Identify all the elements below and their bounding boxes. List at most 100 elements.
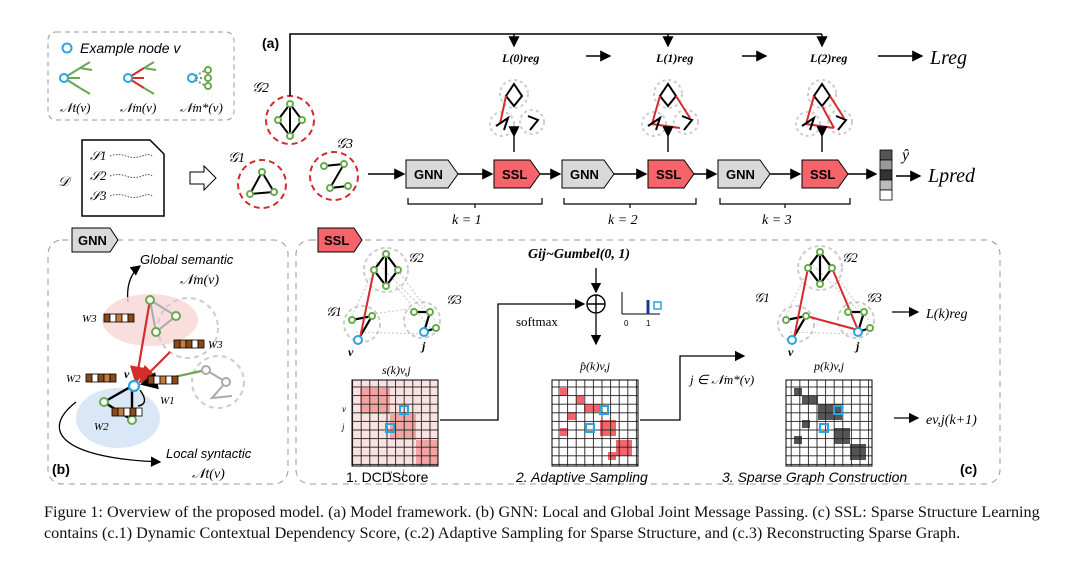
gumbel-dist-icon xyxy=(621,292,662,315)
hollow-arrow-icon xyxy=(189,164,217,192)
matrix-col-j: j xyxy=(401,468,405,478)
sentence-2: 𝒮2 xyxy=(90,168,107,183)
mini-graph-1 xyxy=(489,79,545,137)
w2-left: W2 xyxy=(66,373,81,385)
w2-bottom: W2 xyxy=(94,421,109,433)
graph-g3-circle xyxy=(309,151,359,201)
document-icon xyxy=(81,139,165,217)
svg-text:GNN: GNN xyxy=(78,233,107,248)
local-syntactic-sym: 𝒩t(v) xyxy=(192,467,225,482)
step-3-label: 3. Sparse Graph Construction xyxy=(722,469,907,485)
example-node-icon xyxy=(61,42,73,54)
svg-text:SSL: SSL xyxy=(324,233,349,248)
ssl-tag: SSL xyxy=(317,227,363,253)
legend-box: Example node v 𝒩t(v) 𝒩m(v) 𝒩m*(v) xyxy=(47,31,235,121)
step-2-label: 2. Adaptive Sampling xyxy=(515,469,648,485)
c-g1-label: 𝒢1 xyxy=(326,304,342,319)
legend-nm-star-label: 𝒩m*(v) xyxy=(180,100,223,115)
mini-graph-3 xyxy=(795,79,853,137)
svg-text:GNN: GNN xyxy=(570,167,599,182)
graph-g1-circle xyxy=(237,159,287,209)
loss-reg-2: L(2)reg xyxy=(809,51,847,65)
c-node-v: v xyxy=(348,345,354,359)
nm-star-icon xyxy=(187,66,212,90)
weight-vectors xyxy=(85,313,205,417)
sentence-3: 𝒮3 xyxy=(90,188,107,203)
svg-text:SSL: SSL xyxy=(656,167,681,182)
sentence-1: 𝒮1 xyxy=(90,148,107,163)
svg-text:GNN: GNN xyxy=(414,167,443,182)
loss-reg-1: L(1)reg xyxy=(655,51,693,65)
j-in-nm: j ∈ 𝒩m*(v) xyxy=(688,372,754,387)
c2-node-j: j xyxy=(854,339,860,353)
c2-g1-label: 𝒢1 xyxy=(754,290,770,305)
dataset-symbol: 𝒟 xyxy=(58,175,72,190)
c-node-j: j xyxy=(420,339,426,353)
legend-nt-label: 𝒩t(v) xyxy=(60,100,91,115)
c2-node-v: v xyxy=(788,345,794,359)
ssl-block-3: SSL xyxy=(801,159,849,189)
w3-top: W3 xyxy=(82,313,97,325)
k3-label: k = 3 xyxy=(762,213,792,228)
svg-text:GNN: GNN xyxy=(726,167,755,182)
legend-nm-label: 𝒩m(v) xyxy=(120,100,156,115)
graph-g2-label: 𝒢2 xyxy=(252,81,269,96)
mini-graph-2 xyxy=(641,79,699,137)
panel-c-label: (c) xyxy=(960,461,977,477)
matrix-row-v: v xyxy=(342,404,346,414)
panel-b: GNN Global semantic 𝒩m(v) v xyxy=(47,227,289,485)
c2-g2-label: 𝒢2 xyxy=(842,250,858,265)
nt-icon xyxy=(59,61,93,95)
gnn-block-3: GNN xyxy=(717,159,771,189)
gnn-block-2: GNN xyxy=(561,159,615,189)
nm-icon xyxy=(123,61,157,95)
matrix-row-j: j xyxy=(341,422,345,432)
k1-label: k = 1 xyxy=(452,213,482,228)
legend-example-text: Example node v xyxy=(80,40,181,56)
e-label: ev,j(k+1) xyxy=(926,413,977,428)
w3-right: W3 xyxy=(208,339,223,351)
figure-canvas: Example node v 𝒩t(v) 𝒩m(v) 𝒩m*(v) (a) 𝒟 … xyxy=(47,31,1001,485)
ssl-block-1: SSL xyxy=(493,159,541,189)
dcd-matrix xyxy=(351,379,439,467)
ssl-block-2: SSL xyxy=(647,159,695,189)
global-semantic-sym: 𝒩m(v) xyxy=(180,273,219,288)
cluster-graph-1 xyxy=(343,247,441,345)
panel-a: (a) 𝒟 𝒮1 𝒮2 𝒮3 𝒢2 𝒢1 𝒢3 xyxy=(58,33,976,228)
graph-g3-icon xyxy=(320,160,352,192)
graph-g1-label: 𝒢1 xyxy=(228,151,245,166)
l-reg-total: Lreg xyxy=(929,47,967,69)
output-vector xyxy=(879,149,893,201)
y-hat: ŷ xyxy=(900,147,910,164)
l-reg-k: L(k)reg xyxy=(925,307,967,322)
svg-text:SSL: SSL xyxy=(810,167,835,182)
panel-a-label: (a) xyxy=(262,35,279,51)
panel-b-label: (b) xyxy=(52,461,70,477)
gnn-tag: GNN xyxy=(71,227,119,253)
gnn-block-1: GNN xyxy=(405,159,459,189)
panel-c: SSL 𝒢1 𝒢2 𝒢3 xyxy=(295,227,1001,485)
node-v-b-label: v xyxy=(124,367,130,381)
graph-g1-icon xyxy=(246,168,278,198)
sparse-matrix xyxy=(785,379,873,467)
s-label: s(k)v,j xyxy=(382,363,411,377)
sampling-matrix xyxy=(551,379,639,467)
c2-g3-label: 𝒢3 xyxy=(866,290,882,305)
p-hat-label: p̂(k)v,j xyxy=(579,359,611,373)
k2-label: k = 2 xyxy=(608,213,638,228)
global-semantic-text: Global semantic xyxy=(140,252,234,267)
svg-text:SSL: SSL xyxy=(502,167,527,182)
p-label: p(k)v,j xyxy=(813,359,845,373)
graph-g2-icon xyxy=(274,100,306,140)
loss-reg-0: L(0)reg xyxy=(501,51,539,65)
node-v-b xyxy=(127,379,141,393)
c-g3-label: 𝒢3 xyxy=(446,292,462,307)
c-g2-label: 𝒢2 xyxy=(408,250,424,265)
tick-1: 1 xyxy=(646,319,651,328)
figure-caption: Figure 1: Overview of the proposed model… xyxy=(44,503,1040,542)
local-syntactic-text: Local syntactic xyxy=(166,446,252,461)
step-1-label: 1. DCDScore xyxy=(346,469,429,485)
l-pred: Lpred xyxy=(927,165,976,187)
matrix-col-v: v xyxy=(388,468,392,478)
tick-0: 0 xyxy=(624,319,629,328)
